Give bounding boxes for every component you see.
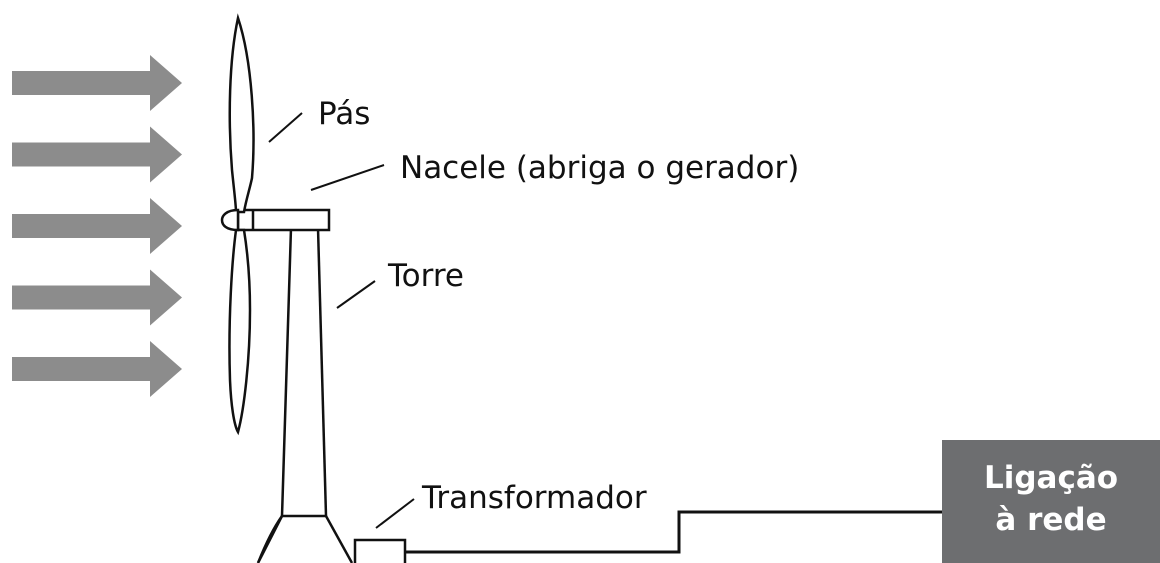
- grid-connection-box: Ligação à rede: [942, 440, 1160, 563]
- wind-arrow: [12, 341, 182, 397]
- tower-leader-line: [336, 280, 376, 309]
- grid-connection-line2: à rede: [995, 502, 1106, 538]
- blades-leader-line: [268, 112, 303, 143]
- wind-arrow: [12, 55, 182, 111]
- grid-connection-line1: Ligação: [984, 460, 1118, 496]
- wind-arrows: [12, 55, 182, 397]
- wind-arrow: [12, 126, 182, 183]
- transformer-label: Transformador: [421, 480, 647, 516]
- nacelle: [236, 208, 331, 232]
- transformer-box: [353, 538, 407, 563]
- wind-arrow: [12, 269, 182, 326]
- transformer-leader-line: [375, 498, 415, 529]
- blades: [220, 13, 255, 436]
- nacelle-leader-line: [310, 164, 385, 191]
- nacelle-label: Nacele (abriga o gerador): [400, 150, 799, 186]
- wind-arrow: [12, 198, 182, 254]
- tower: [256, 227, 354, 563]
- tower-label: Torre: [387, 258, 464, 294]
- power-line: [405, 510, 942, 554]
- blades-label: Pás: [318, 96, 370, 132]
